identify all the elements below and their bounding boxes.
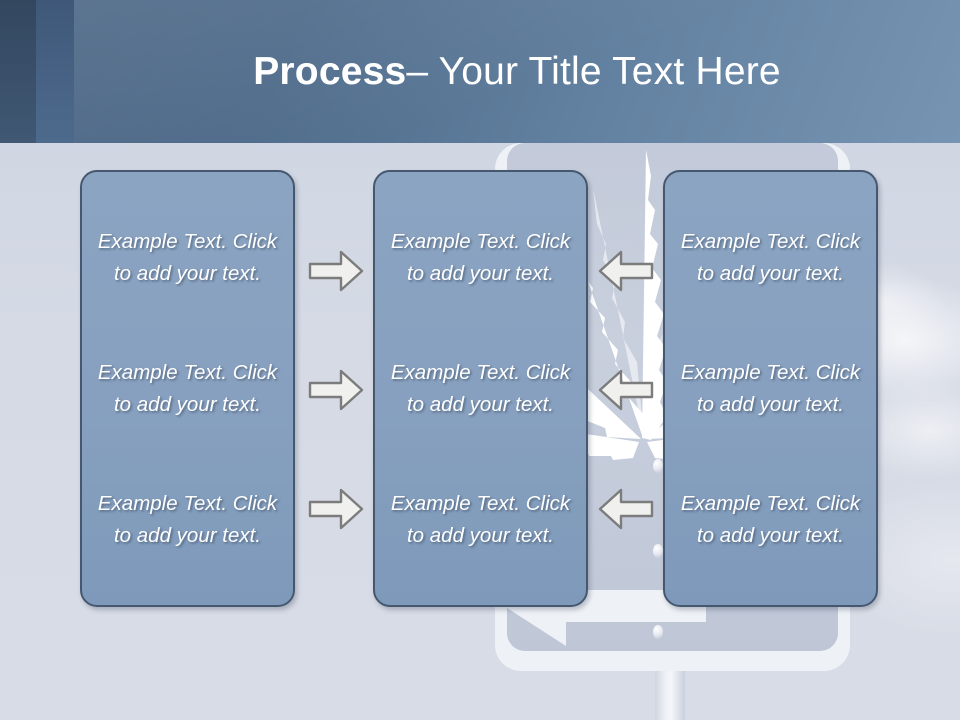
arrow-left-icon-1[interactable] [598,249,654,293]
header-accent-bar-medium [36,0,74,143]
slide-header: Process – Your Title Text Here [0,0,960,143]
page-title-light: – Your Title Text Here [406,49,781,93]
header-sheen [74,0,960,143]
sign-screw [653,544,663,558]
sign-screw [653,625,663,639]
process-text-3-1[interactable]: Example Text. Click to add your text. [680,230,861,285]
process-text-2-3[interactable]: Example Text. Click to add your text. [390,492,571,547]
sign-screw [653,459,663,473]
process-text-1-3[interactable]: Example Text. Click to add your text. [97,492,278,547]
arrow-right-icon-1[interactable] [308,249,364,293]
process-text-1-1[interactable]: Example Text. Click to add your text. [97,230,278,285]
process-text-3-3[interactable]: Example Text. Click to add your text. [680,492,861,547]
arrow-left-icon-3[interactable] [598,487,654,531]
arrow-right-icon-2[interactable] [308,368,364,412]
process-box-column-3[interactable]: Example Text. Click to add your text. Ex… [663,170,878,607]
process-box-column-1[interactable]: Example Text. Click to add your text. Ex… [80,170,295,607]
process-text-3-2[interactable]: Example Text. Click to add your text. [680,361,861,416]
process-text-2-1[interactable]: Example Text. Click to add your text. [390,230,571,285]
process-box-column-2[interactable]: Example Text. Click to add your text. Ex… [373,170,588,607]
arrow-left-icon-2[interactable] [598,368,654,412]
arrow-right-icon-3[interactable] [308,487,364,531]
process-text-1-2[interactable]: Example Text. Click to add your text. [97,361,278,416]
header-accent-bar-dark [0,0,36,143]
process-text-2-2[interactable]: Example Text. Click to add your text. [390,361,571,416]
page-title-strong: Process [253,49,407,93]
page-title: Process – Your Title Text Here [74,0,960,143]
